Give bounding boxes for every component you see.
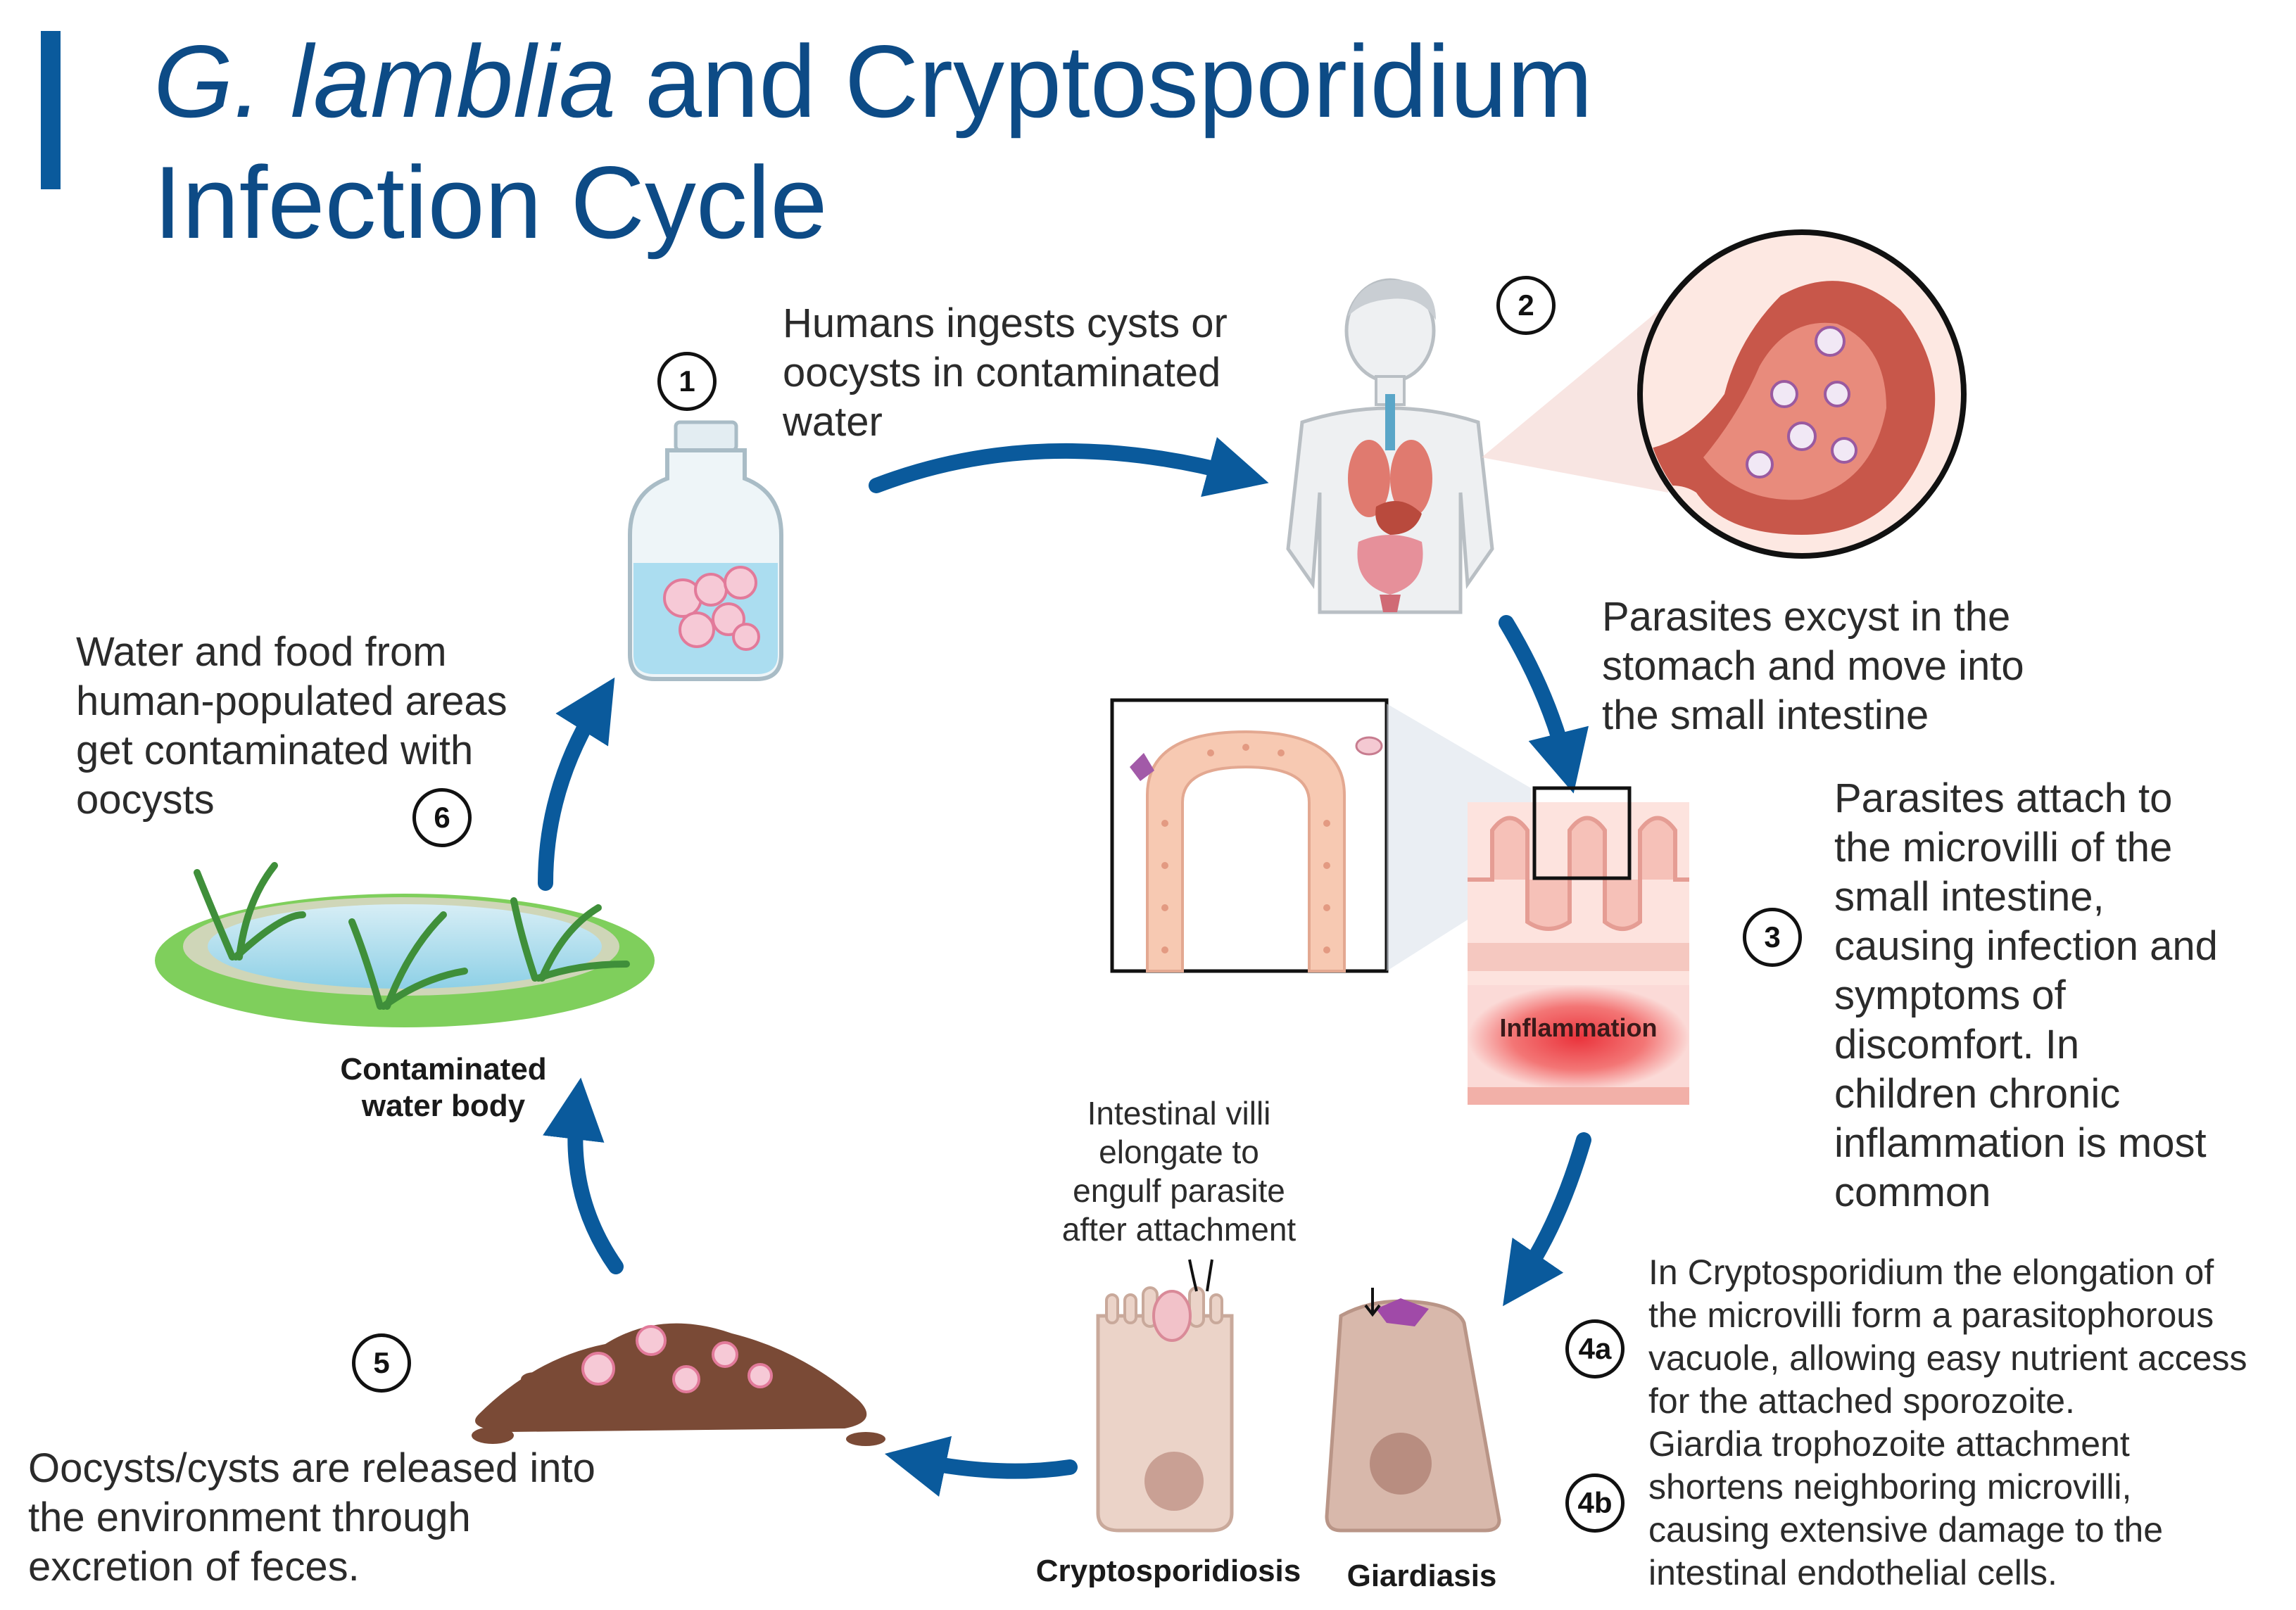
step-badge-5: 5 bbox=[352, 1333, 411, 1393]
intestine-section-icon bbox=[1468, 786, 1689, 1105]
arrow-5-to-water bbox=[543, 1077, 624, 1274]
villi-note: Intestinal villi elongate to engulf para… bbox=[1061, 1095, 1297, 1248]
step-3-text: Parasites attach to the microvilli of th… bbox=[1834, 775, 2218, 1215]
villus-inset-icon bbox=[1110, 698, 1389, 973]
arrow-6-to-1 bbox=[538, 677, 615, 891]
title-line1: and Cryptosporidium bbox=[616, 24, 1593, 139]
step-badge-4a: 4a bbox=[1565, 1319, 1625, 1378]
title-italic: G. lamblia bbox=[153, 24, 617, 139]
water-body-icon bbox=[155, 862, 655, 1027]
water-body-label: Contaminated water body bbox=[340, 1052, 547, 1123]
step-badge-1: 1 bbox=[657, 352, 717, 411]
villi-pointer-icon bbox=[1188, 1259, 1213, 1292]
stomach-zoom-icon bbox=[1637, 229, 1967, 559]
title-line2: Infection Cycle bbox=[153, 145, 828, 260]
arrow-1-to-2 bbox=[869, 437, 1269, 497]
page-title: G. lamblia and Cryptosporidium Infection… bbox=[153, 21, 1593, 263]
step-badge-4b: 4b bbox=[1565, 1473, 1625, 1533]
zoom-cone bbox=[1482, 303, 1668, 493]
title-accent-bar bbox=[41, 31, 61, 189]
step-badge-6: 6 bbox=[412, 788, 472, 847]
step-5-text: Oocysts/cysts are released into the envi… bbox=[28, 1445, 595, 1590]
crypto-cell-icon bbox=[1096, 1286, 1234, 1533]
step-4a-text: In Cryptosporidium the elongation of the… bbox=[1648, 1253, 2247, 1421]
water-bottle-icon bbox=[628, 420, 783, 681]
arrow-3-to-4 bbox=[1503, 1132, 1591, 1307]
giardia-pointer-icon bbox=[1364, 1288, 1381, 1317]
step-badge-2: 2 bbox=[1496, 276, 1556, 335]
step-4b-text: Giardia trophozoite attachment shortens … bbox=[1648, 1424, 2164, 1592]
feces-pile-icon bbox=[472, 1323, 885, 1446]
step-badge-3: 3 bbox=[1743, 908, 1802, 967]
inset-cone bbox=[1387, 704, 1531, 971]
cryptosporidiosis-label: Cryptosporidiosis bbox=[1035, 1554, 1301, 1588]
arrow-4-to-5 bbox=[884, 1435, 1078, 1497]
human-figure-icon bbox=[1286, 278, 1494, 614]
giardia-cell-icon bbox=[1325, 1298, 1501, 1533]
step-1-text: Humans ingests cysts or oocysts in conta… bbox=[783, 300, 1228, 445]
arrow-2-to-3 bbox=[1499, 615, 1589, 794]
step-6-text: Water and food from human-populated area… bbox=[76, 629, 507, 823]
cycle-arrows bbox=[538, 437, 1591, 1497]
inflammation-label: Inflammation bbox=[1499, 1013, 1658, 1042]
step-2-text: Parasites excyst in the stomach and move… bbox=[1602, 594, 2024, 738]
giardiasis-label: Giardiasis bbox=[1346, 1559, 1497, 1593]
